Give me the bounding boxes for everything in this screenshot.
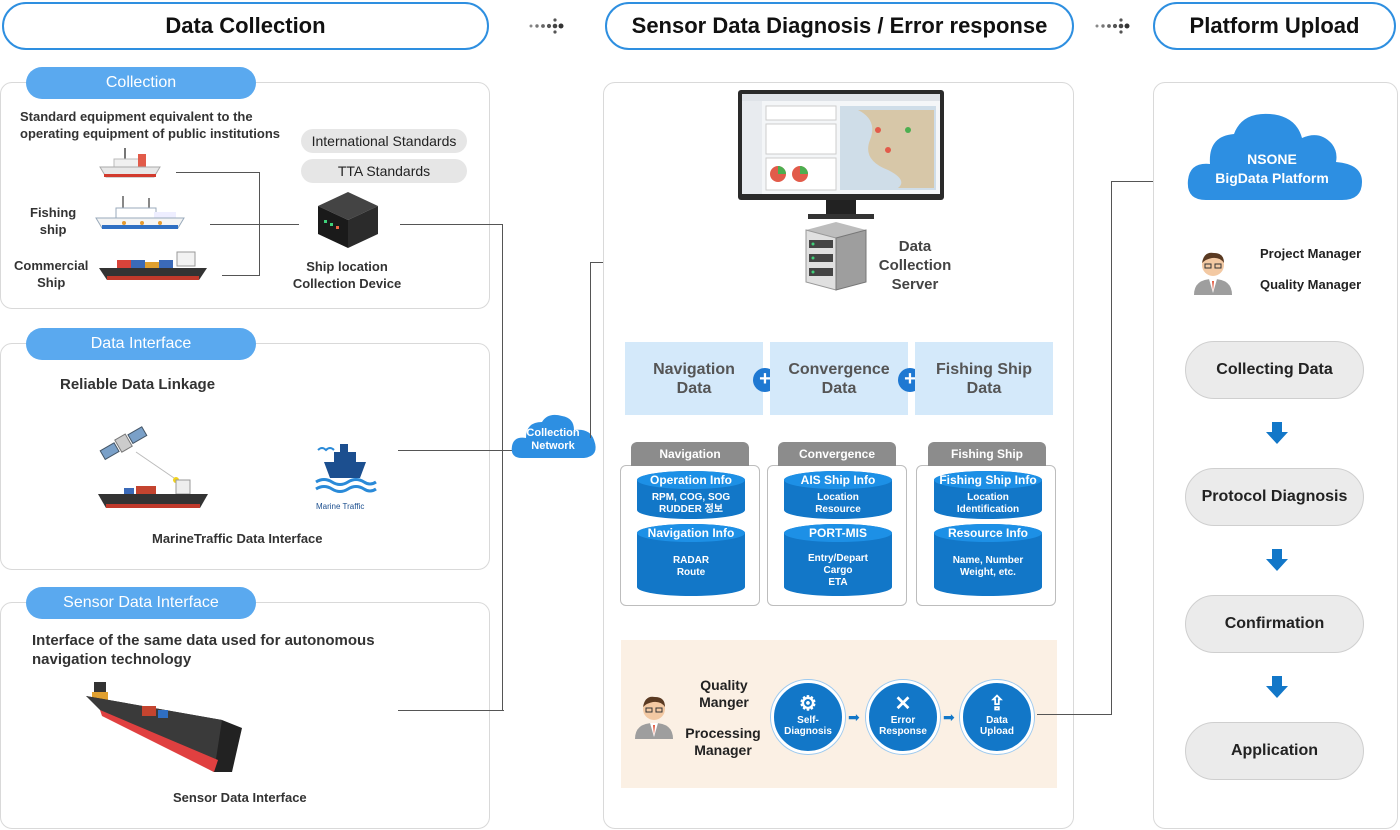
satellite-ship-icon: [98, 426, 208, 508]
connector-line: [400, 224, 503, 225]
data-interface-description: Reliable Data Linkage: [60, 376, 216, 393]
gear-icon: ⚙: [799, 693, 817, 715]
collection-network-cloud-icon: [511, 414, 596, 458]
arrow-down-icon: [1266, 549, 1288, 571]
marine-traffic-caption: MarineTraffic Data Interface: [152, 531, 323, 546]
navigation-category-tab: Navigation: [631, 442, 749, 466]
title-data-collection: Data Collection: [2, 2, 489, 50]
server-icon: [805, 222, 867, 291]
sensor-interface-pill: Sensor Data Interface: [26, 587, 256, 619]
international-standards-badge: International Standards: [301, 129, 467, 153]
manager-avatar-icon: [635, 696, 673, 739]
connector-line: [1037, 714, 1112, 715]
autonomous-ship-icon: [86, 682, 242, 772]
arrow-down-icon: [1266, 676, 1288, 698]
connector-line: [176, 172, 259, 173]
quality-manager-role-label: Quality Manager: [1260, 277, 1362, 292]
fishing-ship-icon: [95, 196, 185, 229]
collection-pill: Collection: [26, 67, 256, 99]
tta-standards-badge: TTA Standards: [301, 159, 467, 183]
flow-dots-icon: [1095, 18, 1130, 34]
upload-icon: ⇪: [988, 693, 1006, 715]
connector-line: [1111, 181, 1177, 182]
sensor-interface-description: Interface of the same data used for auto…: [32, 632, 375, 668]
collection-device-icon: [318, 192, 378, 248]
connector-line: [1111, 181, 1112, 715]
collection-panel: [0, 82, 490, 309]
fishing-ship-category-tab: Fishing Ship: [928, 442, 1046, 466]
protocol-diagnosis-step: Protocol Diagnosis: [1185, 468, 1364, 526]
connector-line: [502, 224, 503, 711]
collection-description: Standard equipment equivalent to the ope…: [20, 109, 280, 141]
title-platform-upload: Platform Upload: [1153, 2, 1396, 50]
public-ship-icon: [99, 148, 161, 178]
connector-line: [222, 275, 260, 276]
arrow-right-icon: ➡: [943, 709, 955, 725]
marine-traffic-logo-icon: [315, 444, 377, 493]
data-interface-pill: Data Interface: [26, 328, 256, 360]
arrow-down-icon: [1266, 422, 1288, 444]
data-interface-panel: [0, 343, 490, 570]
flow-dots-icon: [529, 18, 564, 34]
arrow-right-icon: ➡: [848, 709, 860, 725]
convergence-category-tab: Convergence: [778, 442, 896, 466]
connector-line: [590, 262, 591, 438]
sensor-interface-panel: [0, 602, 490, 829]
project-manager-label: Project Manager: [1260, 246, 1362, 261]
title-sensor-diagnosis: Sensor Data Diagnosis / Error response: [605, 2, 1074, 50]
monitor-dashboard-icon: [738, 90, 944, 219]
confirmation-step: Confirmation: [1185, 595, 1364, 653]
manager-avatar-icon: [1194, 252, 1232, 295]
connector-line: [259, 172, 260, 275]
collecting-data-step: Collecting Data: [1185, 341, 1364, 399]
connector-line: [398, 450, 512, 451]
wrench-icon: ✕: [894, 693, 912, 715]
bigdata-platform-cloud-icon: [1187, 113, 1362, 200]
marine-traffic-logo-text: Marine Traffic: [316, 502, 365, 511]
connector-line: [210, 224, 299, 225]
sensor-interface-caption: Sensor Data Interface: [173, 790, 307, 805]
self-diagnosis-step: ⚙ Self-Diagnosis: [771, 680, 845, 754]
commercial-ship-icon: [99, 251, 207, 280]
connector-line: [398, 710, 504, 711]
upload-panel: [1153, 82, 1398, 829]
application-step: Application: [1185, 722, 1364, 780]
